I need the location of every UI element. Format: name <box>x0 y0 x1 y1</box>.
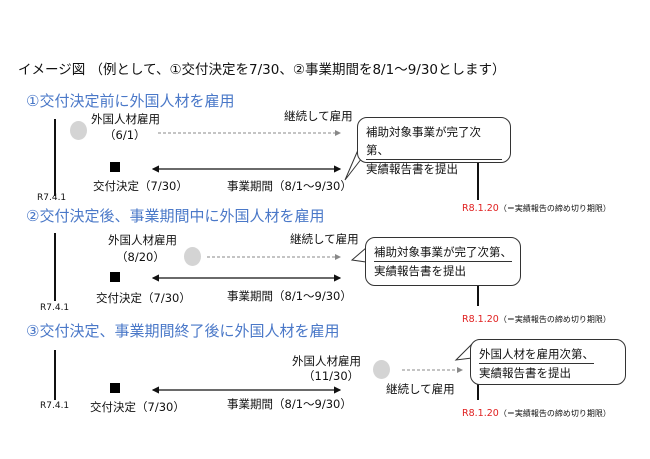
deadline-label: R8.1.20（＝実績報告の締め切り期限） <box>462 307 611 326</box>
hire-label: 外国人材雇用 <box>91 112 160 126</box>
start-date-label: R7.4.1 <box>40 303 70 313</box>
bubble-tail <box>454 343 473 361</box>
deadline-label: R8.1.20（＝実績報告の締め切り期限） <box>462 401 611 420</box>
grant-decision-label: 交付決定（7/30） <box>93 179 188 193</box>
bubble-line-2: 実績報告書を提出 <box>366 162 458 176</box>
report-bubble: 外国人材を雇用次第、 実績報告書を提出 <box>470 339 626 385</box>
start-line <box>54 233 56 301</box>
report-bubble: 補助対象事業が完了次第、 実績報告書を提出 <box>357 117 511 176</box>
hire-date: （6/1） <box>104 128 146 142</box>
grant-decision-marker <box>110 383 120 393</box>
deadline-date: R8.1.20 <box>462 314 499 325</box>
deadline-line <box>477 382 479 400</box>
grant-decision-label: 交付決定（7/30） <box>90 400 185 414</box>
deadline-label: R8.1.20（＝実績報告の締め切り期限） <box>462 196 611 215</box>
continue-label: 継続して雇用 <box>386 382 455 396</box>
deadline-line <box>477 280 479 306</box>
hire-label: 外国人材雇用 <box>108 233 177 247</box>
bubble-line-2: 実績報告書を提出 <box>479 366 571 380</box>
hire-marker-circle <box>373 360 390 379</box>
hire-date: （11/30） <box>303 369 360 383</box>
report-bubble: 補助対象事業が完了次第、 実績報告書を提出 <box>365 237 521 286</box>
start-date-label: R7.4.1 <box>40 401 70 411</box>
continue-label: 継続して雇用 <box>290 232 359 246</box>
continue-label: 継続して雇用 <box>284 109 353 123</box>
bubble-tail <box>350 247 367 263</box>
deadline-date: R8.1.20 <box>462 203 499 214</box>
deadline-note: （＝実績報告の締め切り期限） <box>498 204 611 213</box>
section-2-heading: ②交付決定後、事業期間中に外国人材を雇用 <box>26 207 325 225</box>
section-1-heading: ①交付決定前に外国人材を雇用 <box>26 92 235 110</box>
deadline-note: （＝実績報告の締め切り期限） <box>498 409 611 418</box>
project-period-label: 事業期間（8/1～9/30） <box>227 289 352 303</box>
deadline-note: （＝実績報告の締め切り期限） <box>498 315 611 324</box>
hire-marker-circle <box>70 121 87 140</box>
hire-date: （8/20） <box>116 250 165 264</box>
project-period-label: 事業期間（8/1～9/30） <box>227 397 352 411</box>
grant-decision-label: 交付決定（7/30） <box>96 291 191 305</box>
deadline-date: R8.1.20 <box>462 408 499 419</box>
page-title: イメージ図 （例として、①交付決定を7/30、②事業期間を8/1～9/30としま… <box>18 62 506 78</box>
project-period-label: 事業期間（8/1～9/30） <box>227 179 352 193</box>
grant-decision-marker <box>110 272 120 282</box>
hire-label: 外国人材雇用 <box>292 354 361 368</box>
start-line <box>54 119 56 196</box>
bubble-line-2: 実績報告書を提出 <box>374 264 466 278</box>
section-3-heading: ③交付決定、事業期間終了後に外国人材を雇用 <box>26 322 340 340</box>
start-date-label: R7.4.1 <box>37 193 67 203</box>
bubble-line-1: 外国人材を雇用次第、 <box>479 345 594 364</box>
start-line <box>54 350 56 400</box>
grant-decision-marker <box>110 162 120 172</box>
hire-marker-circle <box>184 247 201 266</box>
bubble-line-1: 補助対象事業が完了次第、 <box>366 123 502 160</box>
bubble-line-1: 補助対象事業が完了次第、 <box>374 243 512 262</box>
